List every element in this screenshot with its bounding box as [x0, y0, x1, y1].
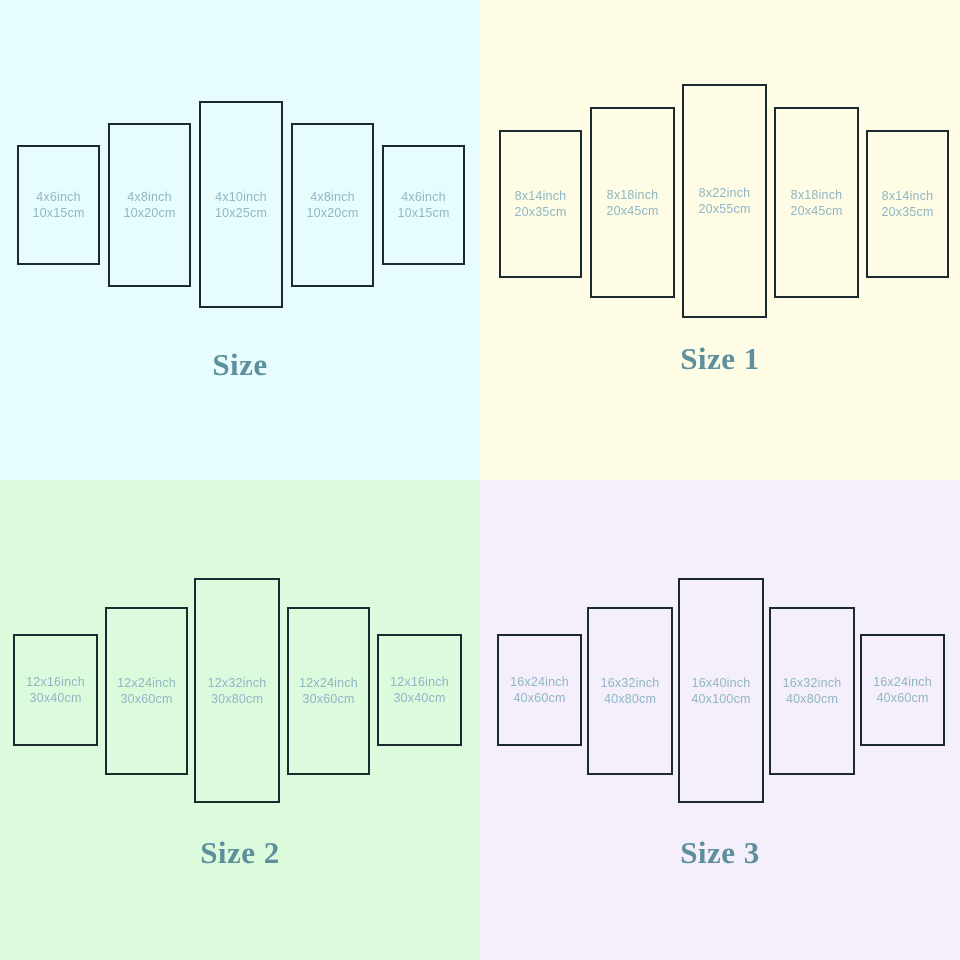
panel-size-cm: 30x60cm: [302, 692, 355, 706]
panel-size-cm: 30x80cm: [210, 691, 264, 706]
panel-size-cm: 10x25cm: [214, 205, 268, 220]
panel-size-inch: 12x16inch: [390, 675, 449, 689]
panel-group-size-2: 12x16inch 30x40cm 12x24inch 30x60cm 12x32inc…: [0, 480, 480, 960]
quadrant-size-3: 16x24inch 40x60cm 16x32inch 40x80cm 16x40inc…: [480, 480, 960, 960]
canvas-panel: 8x14inch 20x35cm: [499, 130, 582, 278]
panel-size-inch: 12x16inch: [26, 675, 85, 689]
canvas-panel: 12x16inch 30x40cm: [377, 634, 462, 746]
panel-size-cm: 30x40cm: [29, 691, 82, 705]
canvas-panel: 16x32inch 40x80cm: [769, 607, 855, 775]
quadrant-title-size: Size: [212, 347, 268, 382]
panel-size-cm: 20x35cm: [514, 205, 567, 219]
panel-size-inch: 4x6inch: [401, 190, 446, 204]
panel-size-inch: 4x8inch: [127, 190, 172, 204]
panel-size-cm: 40x100cm: [691, 691, 751, 706]
canvas-panel: 4x8inch 10x20cm: [291, 123, 374, 287]
panel-size-inch: 8x14inch: [514, 189, 567, 203]
quadrant-size-2: 12x16inch 30x40cm 12x24inch 30x60cm 12x32inc…: [0, 480, 480, 960]
panel-size-inch: 8x18inch: [606, 187, 659, 202]
panel-size-cm: 10x20cm: [123, 206, 176, 220]
panel-size-inch: 12x24inch: [117, 676, 176, 690]
panel-size-cm: 40x80cm: [785, 692, 839, 706]
canvas-panel: 4x8inch 10x20cm: [108, 123, 191, 287]
panel-size-cm: 10x15cm: [32, 206, 85, 220]
panel-size-cm: 10x20cm: [306, 206, 359, 220]
panel-size-inch: 4x6inch: [36, 190, 81, 204]
canvas-panel: 12x16inch 30x40cm: [13, 634, 98, 746]
canvas-panel: 12x24inch 30x60cm: [287, 607, 370, 775]
panel-size-cm: 30x60cm: [120, 692, 173, 706]
panel-size-inch: 4x10inch: [215, 189, 267, 204]
panel-size-cm: 20x35cm: [881, 205, 934, 219]
canvas-panel: 4x6inch 10x15cm: [17, 145, 100, 265]
canvas-panel: 8x14inch 20x35cm: [866, 130, 949, 278]
canvas-panel: 16x24inch 40x60cm: [497, 634, 582, 746]
panel-size-cm: 20x45cm: [606, 203, 659, 218]
panel-size-inch: 16x40inch: [691, 675, 751, 690]
quadrant-title-size-1: Size 1: [680, 341, 760, 376]
panel-size-inch: 16x32inch: [782, 676, 842, 690]
panel-size-inch: 8x18inch: [790, 187, 843, 202]
canvas-panel: 16x32inch 40x80cm: [587, 607, 673, 775]
panel-size-cm: 30x40cm: [393, 691, 446, 705]
panel-size-inch: 4x8inch: [310, 190, 355, 204]
panel-size-inch: 12x24inch: [299, 676, 358, 690]
panel-size-cm: 20x55cm: [698, 202, 751, 216]
panel-size-cm: 40x60cm: [513, 691, 566, 705]
panel-size-inch: 8x14inch: [881, 189, 934, 203]
panel-size-inch: 16x24inch: [510, 675, 569, 689]
panel-size-cm: 40x80cm: [603, 692, 657, 706]
panel-size-inch: 16x32inch: [600, 676, 660, 690]
quadrant-title-size-3: Size 3: [680, 835, 760, 870]
quadrant-title-size-2: Size 2: [200, 835, 280, 870]
canvas-panel: 12x24inch 30x60cm: [105, 607, 188, 775]
panel-size-inch: 12x32inch: [207, 675, 267, 690]
panel-size-cm: 10x15cm: [397, 206, 450, 220]
panel-size-cm: 20x45cm: [790, 203, 843, 218]
canvas-panel: 4x6inch 10x15cm: [382, 145, 465, 265]
panel-size-inch: 16x24inch: [873, 675, 932, 689]
panel-group-size-3: 16x24inch 40x60cm 16x32inch 40x80cm 16x40inc…: [480, 480, 960, 960]
canvas-panel: 8x22inch 20x55cm: [682, 84, 767, 318]
panel-size-cm: 40x60cm: [876, 691, 929, 705]
canvas-panel: 16x24inch 40x60cm: [860, 634, 945, 746]
panel-size-inch: 8x22inch: [698, 186, 751, 200]
